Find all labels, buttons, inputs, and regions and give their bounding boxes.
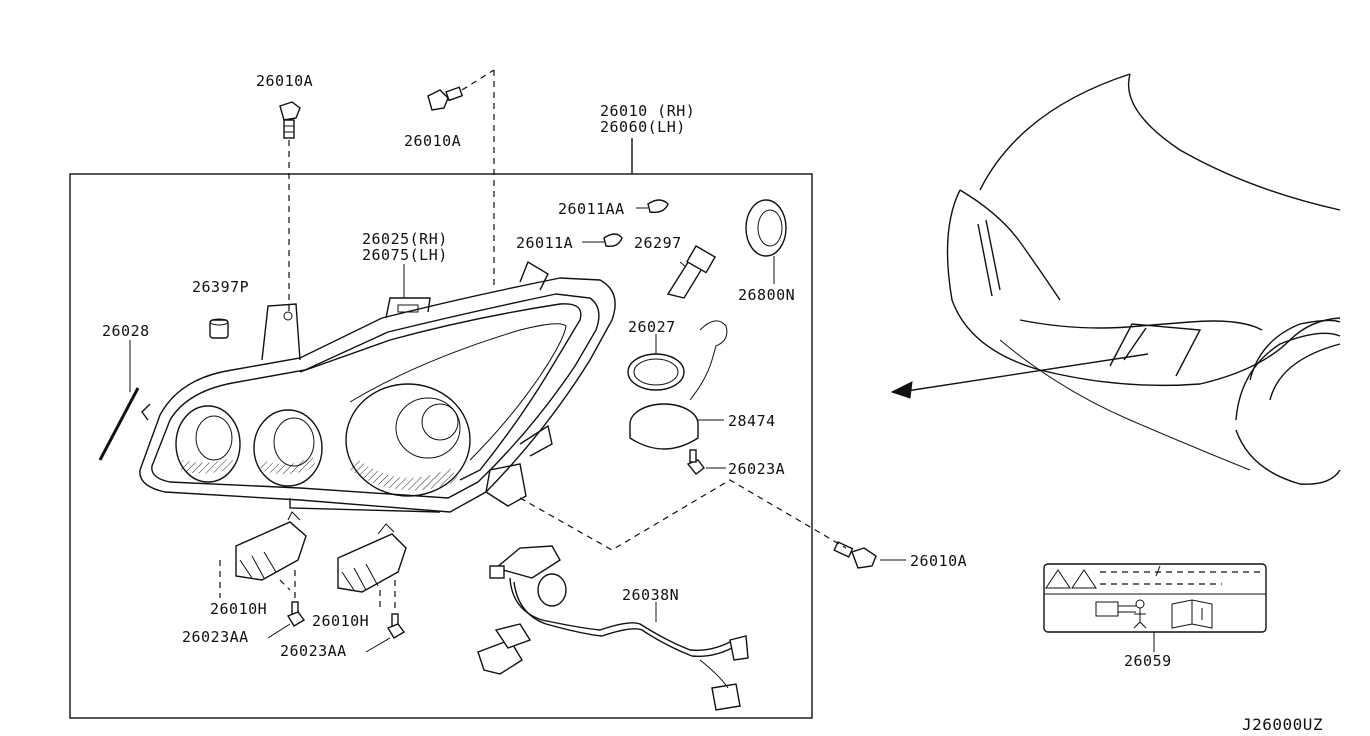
callout-26027: 26027	[628, 318, 676, 336]
callout-26023AA-left: 26023AA	[182, 628, 249, 646]
cap-26800N	[745, 199, 787, 284]
callout-26800N: 26800N	[738, 286, 795, 304]
bulb-26011A	[582, 233, 623, 248]
strip-26028	[98, 387, 140, 461]
callout-26011A: 26011A	[516, 234, 573, 252]
callout-26023AA-right: 26023AA	[280, 642, 347, 660]
warning-triangle-icon	[1045, 569, 1097, 589]
bracket-26010H-left	[219, 511, 307, 598]
callout-26010A-top: 26010A	[256, 72, 313, 90]
callout-26023A: 26023A	[728, 460, 785, 478]
callout-26397P: 26397P	[192, 278, 249, 296]
screw-26023AA-right-icon	[386, 613, 406, 639]
callout-26075-lh: 26075(LH)	[362, 246, 448, 264]
harness-26038N	[477, 545, 749, 711]
diagram-id: J26000UZ	[1242, 715, 1323, 734]
cap-26397P	[209, 318, 229, 339]
headlamp-housing	[139, 260, 616, 513]
label-26059	[1043, 563, 1267, 652]
callout-28474: 28474	[728, 412, 776, 430]
owners-manual-icon	[1171, 599, 1213, 629]
headlamp-beam-icon	[1095, 599, 1147, 629]
callout-26010-rh: 26010 (RH)	[600, 102, 695, 120]
vehicle-front-sketch	[946, 73, 1341, 485]
callout-26010H-left: 26010H	[210, 600, 267, 618]
callout-26059: 26059	[1124, 652, 1172, 670]
bracket-26010H-right	[337, 523, 407, 608]
callout-26010A-mid: 26010A	[404, 132, 461, 150]
screw-26010A-right-icon	[833, 541, 877, 569]
arrow-head-icon	[890, 381, 913, 399]
leader-26010A-right	[519, 479, 847, 551]
callout-26025-rh: 26025(RH)	[362, 230, 448, 248]
callout-26028: 26028	[102, 322, 150, 340]
callout-26010H-right: 26010H	[312, 612, 369, 630]
assembly-frame	[69, 173, 813, 719]
screw-26010A-top-icon	[279, 101, 301, 139]
bulb-26297	[666, 245, 717, 299]
location-arrow	[899, 353, 1149, 393]
screw-26010A-mid-icon	[427, 86, 464, 111]
callout-26010A-right: 26010A	[910, 552, 967, 570]
leader-26010A-mid	[461, 69, 495, 91]
screw-26023A-icon	[686, 449, 705, 475]
ballast-28474	[629, 320, 728, 450]
callout-26297: 26297	[634, 234, 682, 252]
ring-26027	[627, 334, 685, 391]
callout-26011AA: 26011AA	[558, 200, 625, 218]
bulb-26011AA	[636, 199, 669, 214]
callout-26060-lh: 26060(LH)	[600, 118, 686, 136]
callout-26038N: 26038N	[622, 586, 679, 604]
screw-26023AA-left-icon	[286, 601, 306, 627]
